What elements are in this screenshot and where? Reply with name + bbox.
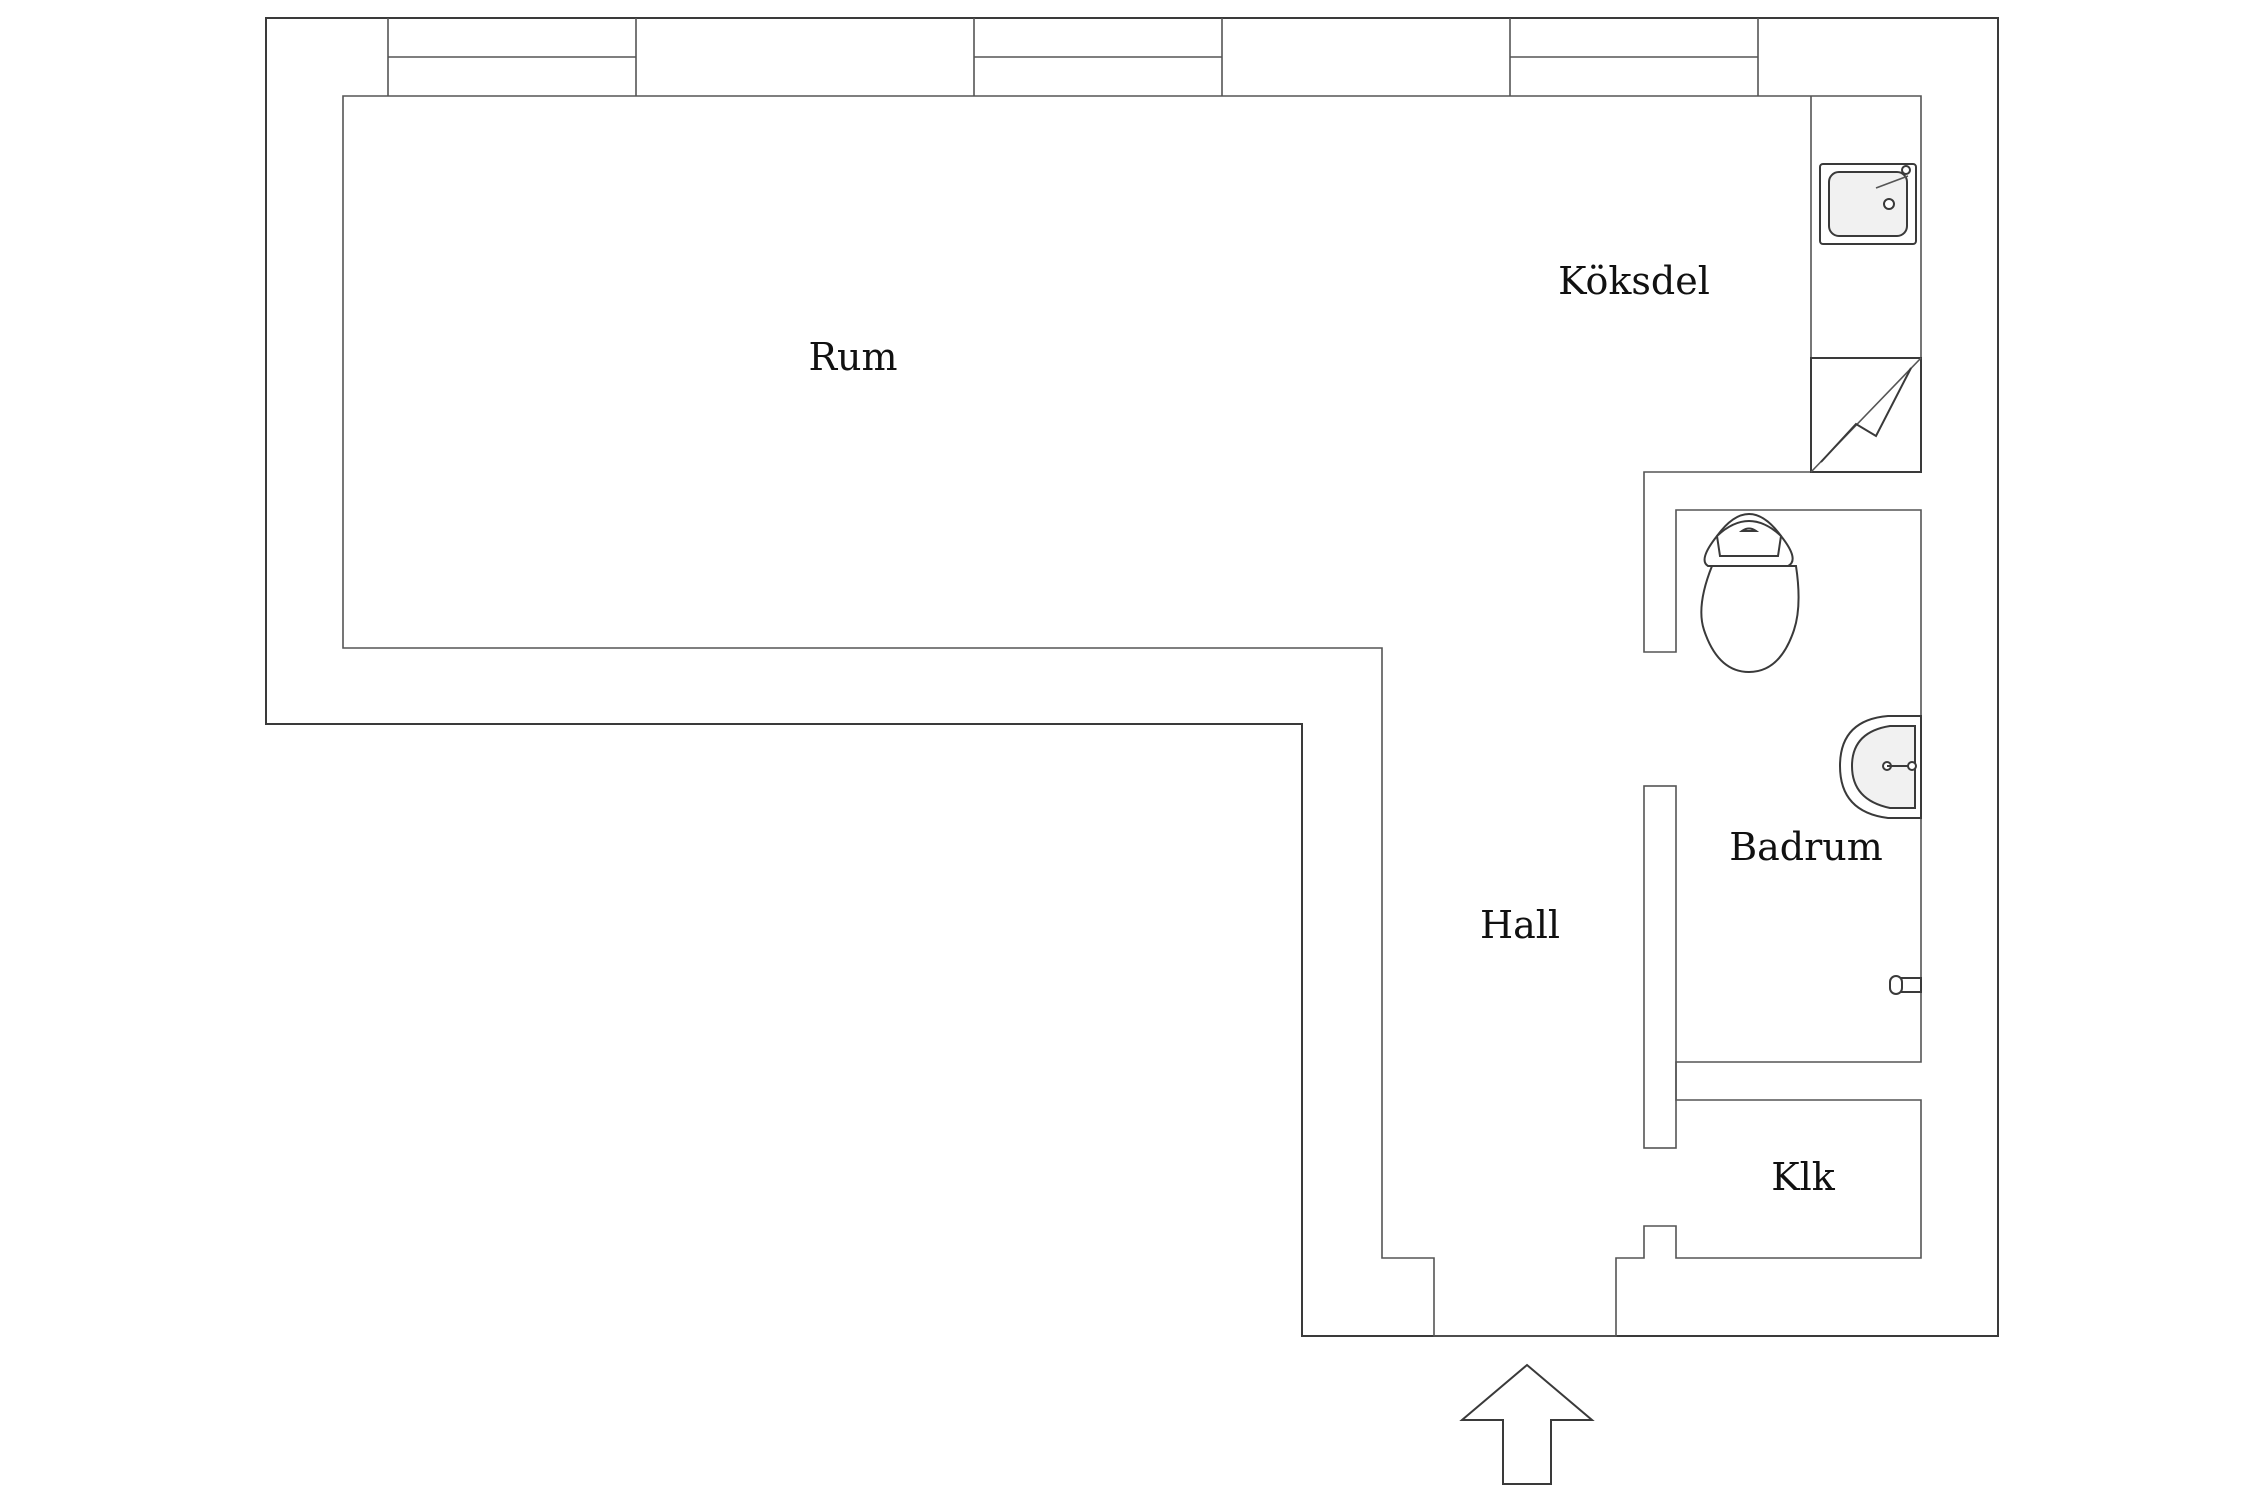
room-label-badrum: Badrum xyxy=(1729,825,1883,869)
stove-icon xyxy=(1810,357,1922,473)
room-label-klk: Klk xyxy=(1771,1155,1836,1199)
toilet-icon xyxy=(1700,513,1800,674)
window-3 xyxy=(1509,18,1759,96)
tap-icon xyxy=(1889,975,1922,995)
window-1 xyxy=(387,18,637,96)
outer-wall xyxy=(265,17,1999,1337)
inner-wall xyxy=(342,95,1922,1337)
window-2 xyxy=(973,18,1223,96)
washbasin-icon xyxy=(1838,715,1922,819)
kitchen-sink-icon xyxy=(1819,163,1917,245)
room-label-rum: Rum xyxy=(808,335,897,379)
room-label-koksdel: Köksdel xyxy=(1558,259,1710,303)
room-label-hall: Hall xyxy=(1480,903,1560,947)
bathroom-partition-wall xyxy=(1643,785,1677,1149)
entrance-arrow-icon xyxy=(1459,1363,1595,1485)
